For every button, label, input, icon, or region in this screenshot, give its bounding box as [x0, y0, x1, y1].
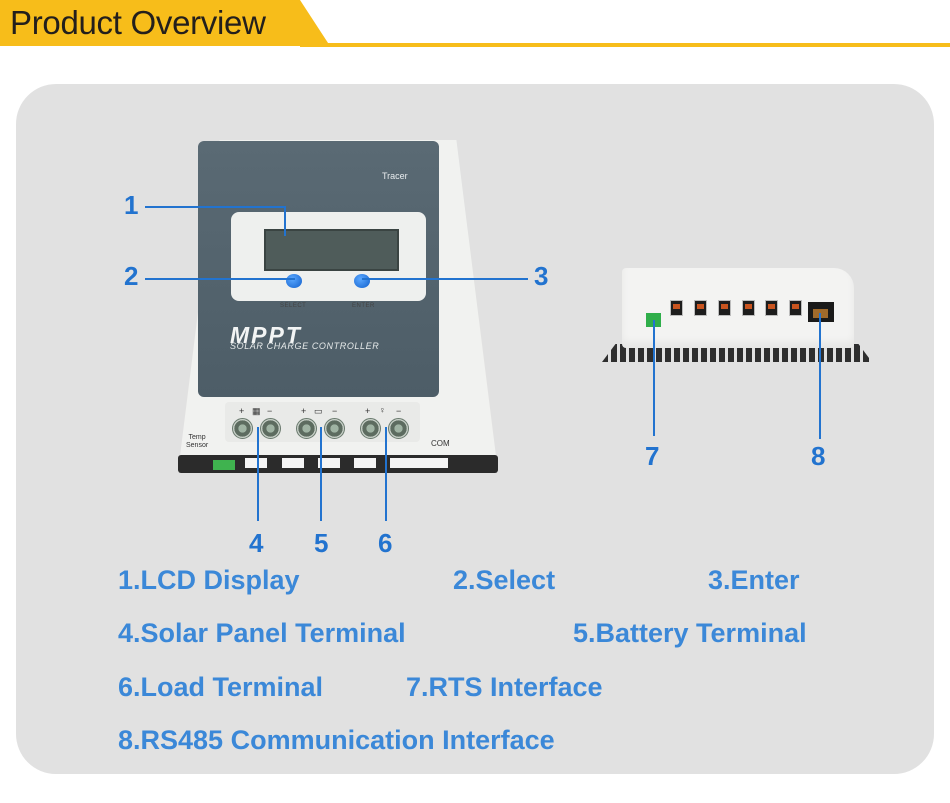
bulb-icon: ♀ [379, 405, 386, 415]
leader-line-2 [145, 278, 295, 280]
battery-minus-sign: − [332, 406, 338, 416]
lcd-display [264, 229, 399, 271]
battery-terminal-minus [324, 418, 345, 439]
leader-line-1 [145, 206, 285, 208]
load-plus-sign: + [365, 406, 371, 416]
select-label: SELECT [280, 303, 307, 309]
leader-line-7 [653, 320, 655, 436]
side-port [789, 300, 802, 316]
caption-rts-interface: 7.RTS Interface [406, 672, 603, 702]
base-slot [412, 458, 448, 468]
base-slot [318, 458, 340, 468]
callout-number-4: 4 [249, 528, 264, 558]
side-port [718, 300, 731, 316]
enter-button [354, 274, 370, 288]
load-terminal-minus [388, 418, 409, 439]
caption-battery-terminal: 5.Battery Terminal [573, 618, 807, 648]
callout-number-2: 2 [124, 261, 139, 291]
solar-panel-icon: ▦ [252, 406, 261, 416]
caption-select: 2.Select [453, 565, 556, 595]
brand-label: Tracer [382, 171, 408, 181]
base-slot [245, 458, 267, 468]
solar-plus-sign: + [239, 406, 245, 416]
leader-line-1-drop [284, 206, 286, 236]
model-label: MPPT [230, 322, 302, 348]
heatsink-fins [602, 344, 872, 362]
callout-number-6: 6 [378, 528, 393, 558]
caption-solar-panel-terminal: 4.Solar Panel Terminal [118, 618, 406, 648]
solar-minus-sign: − [267, 406, 273, 416]
base-slot [282, 458, 304, 468]
enter-label: ENTER [352, 303, 375, 309]
battery-icon: ▭ [314, 406, 323, 416]
battery-plus-sign: + [301, 406, 307, 416]
model-subtitle: SOLAR CHARGE CONTROLLER [230, 341, 380, 351]
callout-number-1: 1 [124, 190, 139, 220]
caption-load-terminal: 6.Load Terminal [118, 672, 324, 702]
side-port [742, 300, 755, 316]
page-title: Product Overview [10, 4, 266, 41]
callout-number-3: 3 [534, 261, 549, 291]
callout-number-7: 7 [645, 441, 660, 471]
select-button [286, 274, 302, 288]
caption-lcd-display: 1.LCD Display [118, 565, 300, 595]
side-port [765, 300, 778, 316]
leader-line-4 [257, 427, 259, 521]
callout-number-5: 5 [314, 528, 329, 558]
leader-line-5 [320, 427, 322, 521]
leader-line-6 [385, 427, 387, 521]
solar-terminal-minus [260, 418, 281, 439]
temp-sensor-plug [213, 460, 235, 470]
header-underline [300, 43, 950, 47]
solar-terminal-plus [232, 418, 253, 439]
caption-rs485-interface: 8.RS485 Communication Interface [118, 725, 555, 755]
caption-enter: 3.Enter [708, 565, 800, 595]
leader-line-8 [819, 313, 821, 439]
side-port [694, 300, 707, 316]
battery-terminal-plus [296, 418, 317, 439]
base-slot [354, 458, 376, 468]
base-slot [390, 458, 412, 468]
header-tab [0, 0, 330, 46]
com-label: COM [431, 439, 450, 448]
callout-number-8: 8 [811, 441, 826, 471]
side-port [670, 300, 683, 316]
leader-line-3 [362, 278, 528, 280]
load-minus-sign: − [396, 406, 402, 416]
load-terminal-plus [360, 418, 381, 439]
